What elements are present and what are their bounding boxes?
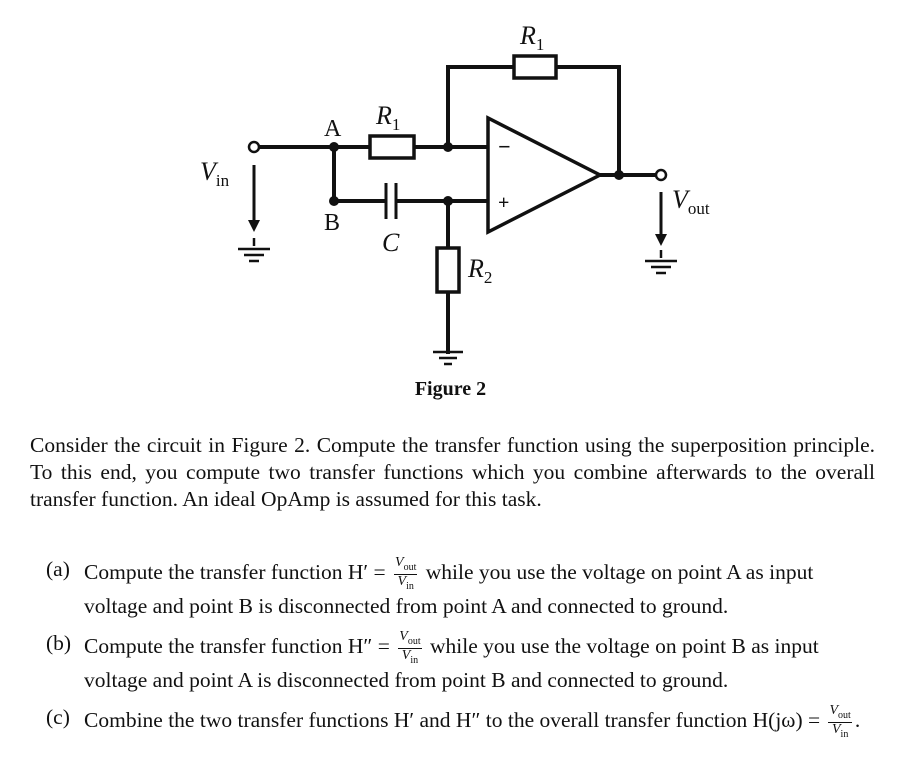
task-b-pre: Compute the transfer function H″ = bbox=[84, 634, 396, 659]
opamp-plus-sign: + bbox=[498, 192, 509, 214]
resistor-r2 bbox=[435, 246, 461, 294]
ground-icon bbox=[433, 350, 463, 366]
task-b-post: while you use the voltage on point B as … bbox=[84, 634, 819, 692]
label-r1-feedback: R1 bbox=[519, 21, 544, 54]
node-output bbox=[614, 170, 624, 180]
task-c: (c) Combine the two transfer functions H… bbox=[46, 704, 878, 741]
label-capacitor: C bbox=[382, 228, 400, 257]
node-b bbox=[329, 196, 339, 206]
terminal-input bbox=[247, 140, 261, 154]
label-r1-input: R1 bbox=[375, 101, 400, 134]
task-a-tag: (a) bbox=[46, 557, 70, 581]
label-point-a: A bbox=[324, 116, 342, 142]
intro-paragraph: Consider the circuit in Figure 2. Comput… bbox=[30, 433, 875, 511]
node-inverting bbox=[443, 142, 453, 152]
resistor-r1-feedback bbox=[512, 54, 558, 80]
task-c-tag: (c) bbox=[46, 705, 70, 729]
label-r2: R2 bbox=[467, 254, 492, 287]
circuit-diagram: − + Vin Vout A B R1 R1 R2 C bbox=[200, 21, 710, 366]
figure-caption: Figure 2 bbox=[414, 378, 487, 400]
task-a-pre: Compute the transfer function H′ = bbox=[84, 560, 392, 585]
task-a: (a) Compute the transfer function H′ = V… bbox=[46, 556, 878, 619]
resistor-r1-input bbox=[368, 134, 416, 160]
task-c-post: . bbox=[854, 708, 861, 733]
node-a bbox=[329, 142, 339, 152]
opamp bbox=[486, 115, 604, 235]
terminal-output bbox=[654, 168, 668, 182]
node-noninverting bbox=[443, 196, 453, 206]
label-vin: Vin bbox=[200, 157, 230, 190]
vin-arrow-head bbox=[248, 220, 260, 232]
label-point-b: B bbox=[324, 210, 340, 236]
task-a-post: while you use the voltage on point A as … bbox=[84, 560, 814, 618]
vout-arrow-head bbox=[655, 234, 667, 246]
task-b: (b) Compute the transfer function H″ = V… bbox=[46, 630, 878, 693]
task-c-pre: Combine the two transfer functions H′ an… bbox=[84, 708, 826, 733]
ground-icon bbox=[645, 250, 677, 275]
label-vout: Vout bbox=[672, 185, 710, 218]
ground-icon bbox=[238, 238, 270, 263]
task-b-tag: (b) bbox=[46, 631, 72, 655]
opamp-minus-sign: − bbox=[498, 134, 511, 159]
